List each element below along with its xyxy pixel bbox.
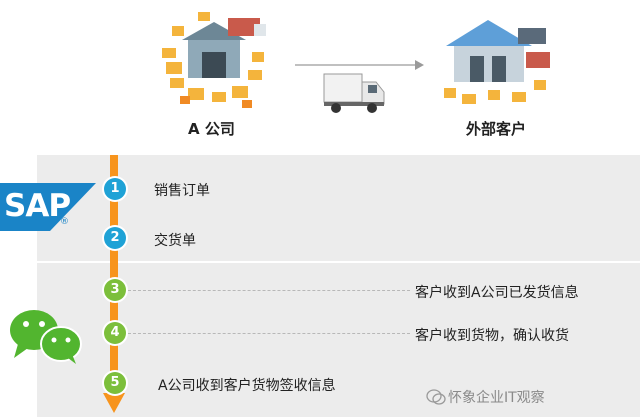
step-3-marker: 3 <box>104 279 126 301</box>
band-separator <box>37 261 640 263</box>
sap-logo: SAP ® <box>0 183 96 231</box>
wechat-icon <box>10 310 82 364</box>
step-4-label: 客户收到货物，确认收货 <box>415 328 569 344</box>
watermark-text: 怀象企业IT观察 <box>448 390 545 406</box>
customer-label: 外部客户 <box>466 120 527 138</box>
step-3-connector <box>128 290 410 291</box>
sap-logo-text: SAP <box>4 188 71 224</box>
truck-icon <box>323 73 385 113</box>
sap-registered-mark: ® <box>60 217 69 227</box>
flow-arrow <box>295 60 424 70</box>
warehouse-illustration-right <box>444 20 550 104</box>
step-5-marker: 5 <box>104 372 126 394</box>
top-section <box>0 0 640 155</box>
wechat-band <box>37 263 640 417</box>
step-1-marker: 1 <box>104 178 126 200</box>
step-3-label: 客户收到A公司已发货信息 <box>415 285 579 301</box>
company-a-label: A 公司 <box>188 120 235 138</box>
step-4-marker: 4 <box>104 322 126 344</box>
step-4-connector <box>128 333 410 334</box>
timeline <box>103 155 125 413</box>
watermark-icon <box>426 389 446 405</box>
step-2-label: 交货单 <box>154 233 196 249</box>
step-2-marker: 2 <box>104 227 126 249</box>
sap-band <box>37 155 640 261</box>
step-1-label: 销售订单 <box>154 183 210 199</box>
step-5-label: A公司收到客户货物签收信息 <box>158 378 336 394</box>
warehouse-illustration-left <box>162 12 266 108</box>
